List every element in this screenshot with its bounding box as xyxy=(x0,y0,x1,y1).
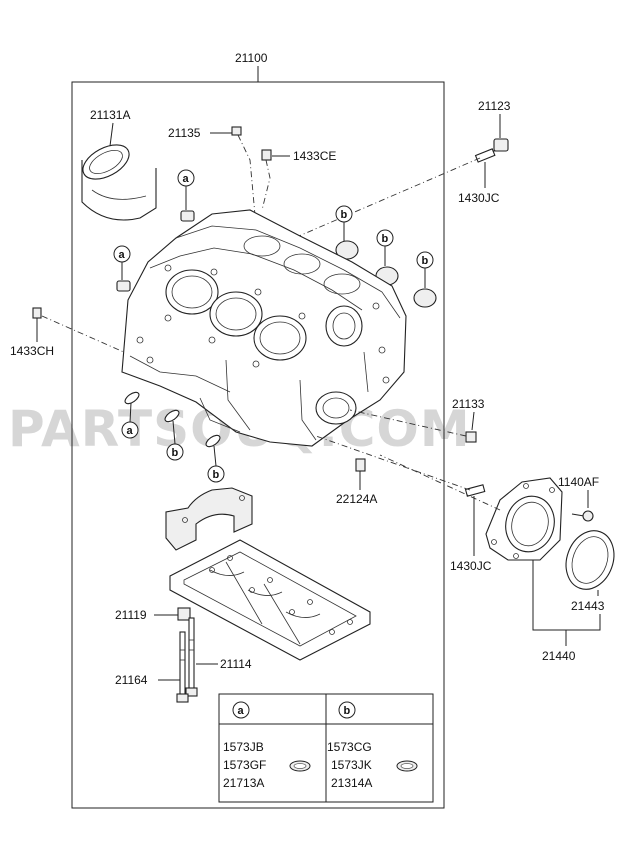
legend-a-line-2[interactable]: 1573GF xyxy=(223,758,266,772)
label-21440[interactable]: 21440 xyxy=(542,649,576,663)
label-22124A[interactable]: 22124A xyxy=(336,492,377,506)
label-21443[interactable]: 21443 xyxy=(571,599,605,613)
svg-text:a: a xyxy=(127,425,134,437)
legend-b-line-2[interactable]: 1573JK xyxy=(331,758,372,772)
legend-a-line-3[interactable]: 21713A xyxy=(223,776,264,790)
bolt-21164[interactable] xyxy=(176,631,189,703)
plug-1433CH[interactable] xyxy=(32,307,42,319)
marker-a-1: a xyxy=(177,169,195,187)
bore-2 xyxy=(209,291,263,337)
legend-b-ring xyxy=(396,760,418,772)
svg-text:b: b xyxy=(172,447,179,459)
label-1430JC-bottom[interactable]: 1430JC xyxy=(450,559,492,573)
svg-text:b: b xyxy=(422,255,429,267)
legend-b-line-3[interactable]: 21314A xyxy=(331,776,372,790)
label-21131A[interactable]: 21131A xyxy=(90,108,130,122)
legend-a-line-1[interactable]: 1573JB xyxy=(223,740,264,754)
label-1433CH[interactable]: 1433CH xyxy=(10,344,54,358)
plug-a-2[interactable] xyxy=(116,280,131,292)
label-21133[interactable]: 21133 xyxy=(452,397,485,411)
bore-1 xyxy=(165,269,219,315)
plug-b-3[interactable] xyxy=(413,288,437,308)
label-21164[interactable]: 21164 xyxy=(115,673,148,687)
bearing-cap[interactable] xyxy=(165,487,253,551)
rear-seal-case[interactable] xyxy=(485,477,563,561)
cylinder-liner[interactable] xyxy=(77,138,157,221)
marker-b-3: b xyxy=(416,251,434,269)
svg-text:b: b xyxy=(213,469,220,481)
centerline-1430JC-bottom xyxy=(315,435,471,491)
plug-1433CE[interactable] xyxy=(261,149,272,161)
dowel-1430JC-bottom[interactable] xyxy=(464,484,486,497)
marker-b-5: b xyxy=(207,465,225,483)
marker-a-3: a xyxy=(121,421,139,439)
dowel-1430JC-top[interactable] xyxy=(474,148,496,163)
ladder-frame[interactable] xyxy=(169,539,371,661)
leader-21133 xyxy=(471,411,475,431)
cylinder-block[interactable] xyxy=(121,209,407,447)
bolt-21114[interactable] xyxy=(185,617,198,697)
bolt-21123[interactable] xyxy=(490,138,509,152)
pin-22124A[interactable] xyxy=(355,458,366,472)
crank-bore xyxy=(315,391,357,425)
plug-21135[interactable] xyxy=(231,126,242,136)
centerline-21135 xyxy=(237,134,256,216)
legend-table: a b 1573JB 1573GF 21713A 1573CG 1573JK 2… xyxy=(218,693,434,803)
marker-b-4: b xyxy=(166,443,184,461)
oring-a-lower[interactable] xyxy=(123,390,141,406)
svg-text:b: b xyxy=(382,233,389,245)
legend-tag-b: b xyxy=(338,701,356,719)
plug-21133[interactable] xyxy=(465,431,477,443)
svg-text:a: a xyxy=(183,173,190,185)
legend-a-ring xyxy=(289,760,311,772)
label-21123[interactable]: 21123 xyxy=(478,99,511,113)
legend-tag-a: a xyxy=(232,701,250,719)
leader-21131A xyxy=(109,122,114,147)
svg-text:b: b xyxy=(344,705,351,717)
label-1140AF[interactable]: 1140AF xyxy=(558,475,599,489)
centerline-1433CE xyxy=(261,159,271,211)
rear-oil-seal[interactable] xyxy=(558,524,620,596)
plug-a-1[interactable] xyxy=(180,210,195,222)
label-21135[interactable]: 21135 xyxy=(168,126,201,140)
oring-b-lower-2[interactable] xyxy=(204,433,222,449)
svg-text:a: a xyxy=(238,705,245,717)
legend-b-line-1[interactable]: 1573CG xyxy=(327,740,372,754)
marker-b-2: b xyxy=(376,229,394,247)
marker-b-1: b xyxy=(335,205,353,223)
label-1430JC-top[interactable]: 1430JC xyxy=(458,191,500,205)
bore-3 xyxy=(253,315,307,361)
label-21114[interactable]: 21114 xyxy=(220,657,252,671)
bolt-1140AF[interactable] xyxy=(571,510,594,522)
oring-b-lower-1[interactable] xyxy=(163,408,181,424)
svg-text:a: a xyxy=(119,249,126,261)
marker-a-2: a xyxy=(113,245,131,263)
assembly-number[interactable]: 21100 xyxy=(235,51,268,65)
svg-text:b: b xyxy=(341,209,348,221)
bolt-21119[interactable] xyxy=(177,607,191,621)
label-21119[interactable]: 21119 xyxy=(115,608,147,622)
label-1433CE[interactable]: 1433CE xyxy=(293,149,336,163)
